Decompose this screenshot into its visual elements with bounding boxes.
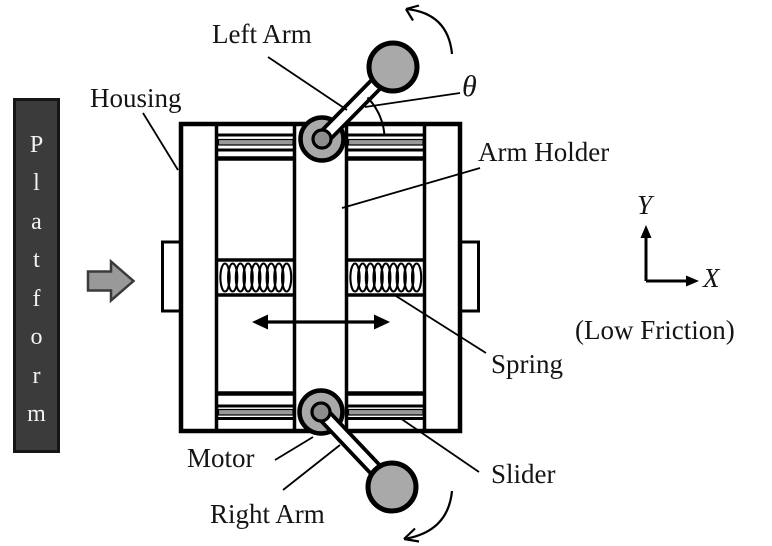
bottom-rotation-arrow (403, 490, 454, 543)
low-friction-label: (Low Friction) (575, 315, 735, 345)
y-axis-arrowhead (640, 225, 652, 238)
top-rotation-arrow (405, 4, 454, 55)
right-arm-pointer-line (282, 444, 341, 491)
theta-pointer-line (364, 92, 461, 108)
coordinate-axes (640, 225, 699, 287)
motor-pointer-line (274, 436, 314, 461)
bottom-motor-shaft (310, 401, 332, 423)
arm-holder-label: Arm Holder (478, 137, 610, 167)
top-motor-shaft (311, 128, 333, 150)
slider-label: Slider (491, 459, 556, 489)
platform-letter: m (27, 400, 46, 427)
spring-pointer-line (395, 295, 487, 354)
right-arm-ball (365, 460, 419, 514)
theta-arc (366, 96, 386, 136)
bottom-slider-rails (217, 391, 424, 420)
platform-letter: o (30, 324, 43, 351)
top-slider-rails (217, 133, 424, 161)
right-tab (458, 240, 480, 313)
left-spring (219, 262, 293, 293)
platform-letter: f (32, 285, 41, 312)
theta-label: θ (462, 70, 477, 103)
platform-letter: P (29, 132, 44, 158)
x-axis-label: X (703, 263, 720, 293)
platform-letter: l (33, 170, 40, 197)
platform-letter: a (31, 208, 42, 235)
right-spring (349, 262, 423, 293)
housing-pointer-line (142, 112, 179, 171)
bottom-arm-assembly (297, 388, 419, 514)
housing-frame (178, 121, 463, 434)
left-tab (161, 240, 183, 313)
y-axis-label: Y (637, 190, 653, 220)
label-pointer-lines (142, 56, 487, 491)
platform-letter: r (32, 362, 41, 389)
arm-holder-pointer-line (341, 167, 481, 209)
housing-label: Housing (90, 83, 182, 113)
platform-push-arrow-icon (86, 258, 136, 304)
left-arm-label: Left Arm (212, 19, 312, 49)
platform-bar: P l a t f o r m (13, 98, 60, 453)
spring-section-lines (218, 258, 423, 297)
left-arm-pointer-line (267, 56, 348, 111)
x-axis-arrowhead (686, 275, 699, 287)
inner-walls (214, 126, 427, 429)
top-arm-assembly (298, 40, 420, 163)
spring-label: Spring (491, 349, 564, 379)
slider-pointer-line (399, 417, 480, 473)
platform-letter: t (33, 247, 40, 274)
motor-label: Motor (187, 443, 255, 473)
left-arm-ball (366, 40, 420, 94)
travel-double-arrow (252, 314, 390, 330)
right-arm-label: Right Arm (210, 499, 325, 529)
